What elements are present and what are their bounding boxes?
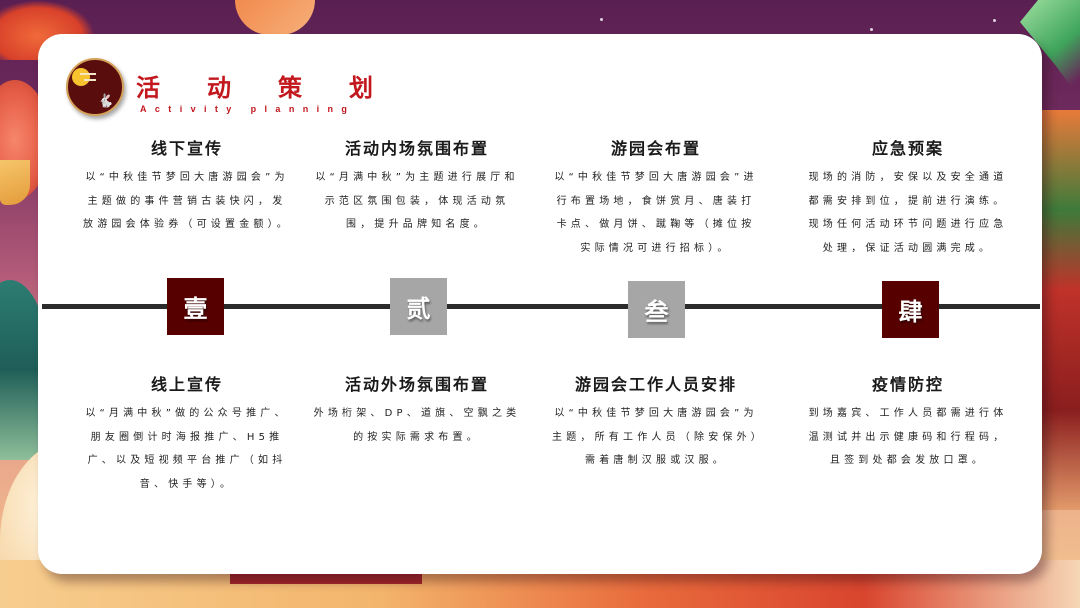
block-staff-arrangement: 游园会工作人员安排 以“中秋佳节梦回大唐游园会”为主题，所有工作人员（除安保外）… [551,374,761,473]
lantern-decoration [235,0,315,35]
block-title: 疫情防控 [871,375,944,394]
title-char: 动 [207,74,231,102]
block-indoor-atmosphere: 活动内场氛围布置 以“月满中秋”为主题进行展厅和示范区氛围包装，体现活动氛围，提… [312,138,522,237]
block-body: 以“中秋佳节梦回大唐游园会”进行布置场地，食饼赏月、唐装打卡点、做月饼、蹴鞠等（… [554,172,758,254]
block-garden-layout: 游园会布置 以“中秋佳节梦回大唐游园会”进行布置场地，食饼赏月、唐装打卡点、做月… [551,138,761,260]
block-body: 外场桁架、DP、道旗、空飘之类的按实际需求布置。 [313,408,521,443]
block-title: 线上宣传 [150,375,223,394]
block-body: 到场嘉宾、工作人员都需进行体温测试并出示健康码和行程码，且签到处都会发放口罩。 [808,408,1008,466]
block-title: 游园会工作人员安排 [574,375,737,394]
content-card: 🐇 活 动 策 划 Activity planning 线下宣传 以“中秋佳节梦… [38,34,1042,574]
moon-rabbit-icon: 🐇 [66,58,124,116]
moon-icon [72,68,90,86]
block-body: 以“月满中秋”为主题进行展厅和示范区氛围包装，体现活动氛围，提升品牌知名度。 [315,172,519,230]
page-subtitle: Activity planning [140,104,356,114]
timeline-node-4: 肆 [882,281,939,338]
palace-decoration [1040,110,1080,510]
block-title: 活动外场氛围布置 [344,375,489,394]
cloud-line-icon [80,73,96,75]
block-outdoor-atmosphere: 活动外场氛围布置 外场桁架、DP、道旗、空飘之类的按实际需求布置。 [312,374,522,449]
block-epidemic-control: 疫情防控 到场嘉宾、工作人员都需进行体温测试并出示健康码和行程码，且签到处都会发… [803,374,1013,473]
block-body: 现场的消防，安保以及安全通道都需安排到位，提前进行演练。现场任何活动环节问题进行… [808,172,1008,254]
title-char: 策 [278,74,302,102]
star-decoration [870,28,873,31]
page-title: 活 动 策 划 [136,68,420,103]
block-body: 以“中秋佳节梦回大唐游园会”为主题，所有工作人员（除安保外）需着唐制汉服或汉服。 [552,408,760,466]
timeline-node-3: 叁 [628,281,685,338]
timeline-node-2: 贰 [390,278,447,335]
title-char: 划 [349,74,373,102]
block-title: 游园会布置 [610,139,701,158]
timeline-line [42,304,1040,309]
block-emergency-plan: 应急预案 现场的消防，安保以及安全通道都需安排到位，提前进行演练。现场任何活动环… [803,138,1013,260]
rabbit-icon: 🐇 [97,94,114,109]
block-title: 线下宣传 [150,139,223,158]
block-online-promotion: 线上宣传 以“月满中秋”做的公众号推广、朋友圈倒计时海报推广、H5推广、以及短视… [82,374,292,496]
star-decoration [600,18,603,21]
block-title: 应急预案 [871,139,944,158]
block-body: 以“中秋佳节梦回大唐游园会”为主题做的事件营销古装快闪，发放游园会体验券（可设置… [83,172,291,230]
timeline-node-1: 壹 [167,278,224,335]
block-body: 以“月满中秋”做的公众号推广、朋友圈倒计时海报推广、H5推广、以及短视频平台推广… [85,408,289,490]
cloud-line-icon [84,79,96,81]
title-char: 活 [136,74,160,102]
block-title: 活动内场氛围布置 [344,139,489,158]
block-offline-promotion: 线下宣传 以“中秋佳节梦回大唐游园会”为主题做的事件营销古装快闪，发放游园会体验… [82,138,292,237]
tassel-decoration [0,160,30,205]
star-decoration [993,19,996,22]
